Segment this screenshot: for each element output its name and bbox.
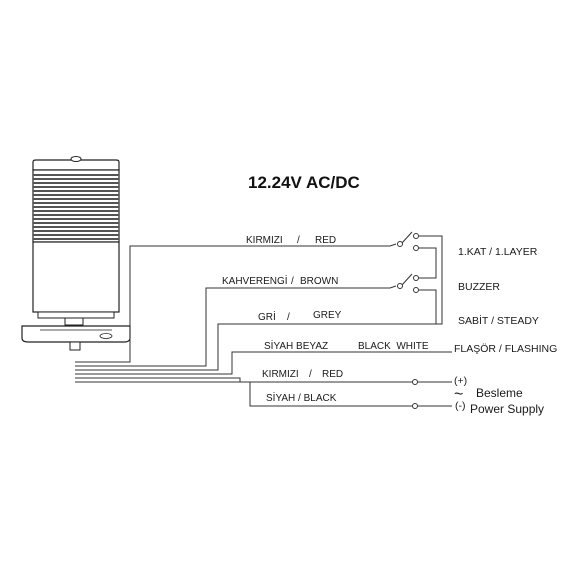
black-wire-label: SİYAH / BLACK (266, 391, 337, 404)
tower-lens-rib (33, 214, 119, 216)
tower-lens-ribs (33, 174, 119, 240)
black-wire (75, 381, 452, 407)
brown-wire-label-sep: / (291, 276, 294, 287)
voltage-title: 12.24V AC/DC (248, 173, 360, 192)
output-flashing-label: FLAŞÖR / FLASHING (454, 343, 557, 355)
tower-lens-rib (33, 226, 119, 228)
red-wire-2-label-tr: KIRMIZI (262, 369, 299, 380)
tower-lens-rib (33, 178, 119, 180)
supply-besleme-label: Besleme (476, 386, 523, 400)
tower-neck (64, 317, 84, 326)
tower-lens-rib (33, 210, 119, 212)
tower-lens-rib (33, 202, 119, 204)
switch-2-blade (401, 273, 413, 286)
black-white-wire (75, 351, 452, 375)
tower-lens-rib (33, 186, 119, 188)
switch-1-contact-c (413, 245, 419, 251)
output-layer-label: 1.KAT / 1.LAYER (458, 246, 538, 258)
tower-lens-rib (33, 190, 119, 192)
supply-minus-label: (-) (455, 400, 466, 412)
switch-1-blade (401, 231, 413, 244)
switch-2-contact-b (413, 275, 419, 281)
brown-wire-label-tr: KAHVERENGİ (222, 274, 288, 287)
red-wire-1-label-en: RED (315, 235, 336, 246)
grey-wire-label-en: GREY (313, 310, 342, 321)
grey-wire-label-tr: GRİ (258, 310, 276, 323)
brown-wire-label-en: BROWN (300, 276, 338, 287)
grey-wire-label-sep: / (287, 312, 290, 323)
switch-2-out (419, 289, 437, 324)
tower-lens-rib (33, 198, 119, 200)
red-wire-1-label-tr: KIRMIZI (246, 235, 283, 246)
supply-plus-terminal (412, 379, 418, 385)
tower-cable-gland (69, 341, 81, 351)
supply-plus-label: (+) (454, 375, 467, 387)
tower-lens-rib (33, 222, 119, 224)
tower-collar (37, 311, 115, 319)
tower-top-nub (70, 156, 82, 162)
red-wire-1-label-sep: / (297, 235, 300, 246)
output-steady-label: SABİT / STEADY (458, 314, 539, 327)
switch-1-out (419, 247, 437, 279)
white-wire-label-en: BLACK WHITE (358, 341, 429, 352)
wire-paths (75, 231, 452, 409)
tower-lens-rib (33, 218, 119, 220)
tower-body (32, 241, 120, 313)
red-wire-2-label-en: RED (322, 369, 343, 380)
switch-2-contact-a (397, 283, 403, 289)
signal-tower-illustration (21, 156, 131, 351)
brown-wire (75, 285, 397, 367)
switch-1-contact-a (397, 241, 403, 247)
tower-lens-rib (33, 174, 119, 176)
supply-tilde: ~ (454, 386, 463, 403)
supply-minus-terminal (412, 403, 418, 409)
tower-top-cap (32, 159, 120, 171)
tower-lens-rib (33, 206, 119, 208)
red-wire-1 (75, 243, 397, 363)
supply-power-label: Power Supply (470, 402, 544, 416)
white-wire-label-tr: SİYAH BEYAZ (264, 339, 328, 352)
tower-lens-rib (33, 230, 119, 232)
tower-lens-rib (33, 234, 119, 236)
tower-lens-rib (33, 238, 119, 240)
switch-1-contact-b (413, 233, 419, 239)
output-buzzer-label: BUZZER (458, 281, 500, 293)
tower-lens-rib (33, 182, 119, 184)
tower-mount-base (21, 325, 131, 343)
tower-lens-rib (33, 194, 119, 196)
switch-2-contact-c (413, 287, 419, 293)
tower-mount-hole (99, 333, 113, 339)
grey-wire (75, 235, 443, 371)
red-wire-2-label-sep: / (309, 369, 312, 380)
